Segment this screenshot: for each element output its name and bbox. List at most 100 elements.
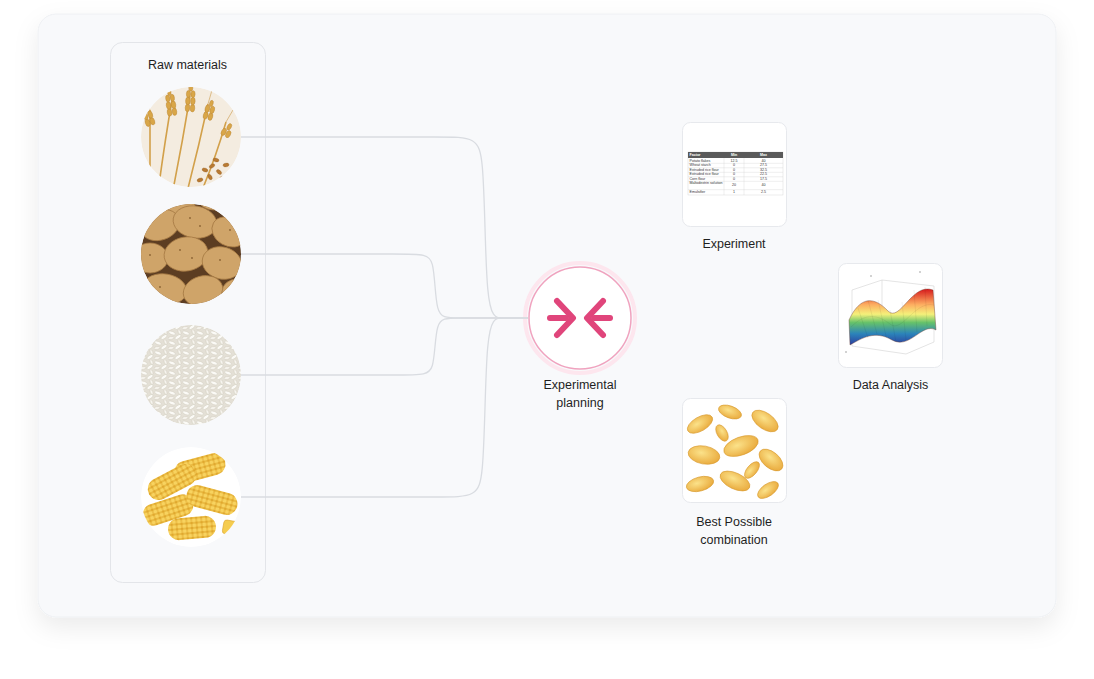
rice-picture: [141, 325, 241, 425]
analysis-card-picture: [919, 271, 921, 273]
potato-picture: [229, 229, 231, 231]
wheat-picture: [209, 100, 214, 107]
table-cell: 1: [724, 190, 744, 194]
wheat-picture: [185, 104, 190, 112]
wheat-picture: [202, 99, 216, 121]
corn-picture: [184, 483, 240, 518]
node-label: Best Possible combination: [682, 513, 786, 549]
potato-picture: [180, 271, 226, 310]
wheat-picture: [197, 177, 204, 182]
potato-picture: [199, 190, 229, 210]
table-cell: 27.5: [744, 163, 783, 167]
corn-picture: [140, 447, 242, 547]
wheat-picture: [140, 105, 155, 127]
corn-picture: [167, 515, 217, 541]
planning-logo: [594, 315, 610, 321]
rice-picture: [141, 325, 241, 425]
chips-card-picture: [717, 467, 753, 495]
node-label: Experiment: [664, 235, 804, 253]
wheat-picture: [165, 95, 170, 103]
table-cell: 2.5: [744, 190, 783, 194]
chips-card-picture: [683, 399, 787, 503]
table-header-cell: Max: [744, 153, 783, 157]
analysis-card-picture: [845, 271, 921, 353]
connector-line: [241, 137, 528, 318]
table-cell: 32.5: [744, 168, 783, 172]
outer-card: [38, 14, 1056, 617]
wheat-picture: [213, 157, 220, 162]
wheat-picture: [229, 169, 236, 176]
wheat-picture: [226, 123, 233, 131]
chips-card-picture: [683, 399, 787, 503]
chips-card-picture: [748, 406, 782, 436]
planning-circle: Experimental planning: [528, 266, 632, 370]
chips-card-picture: [685, 474, 716, 495]
chips-card-picture: [687, 443, 722, 466]
wheat-picture: [186, 90, 191, 97]
table-cell: 40: [744, 183, 783, 187]
wheat-picture: [220, 122, 235, 139]
wheat-picture: [140, 85, 235, 139]
potato-picture: [132, 190, 252, 311]
materials-panel-outline: [111, 43, 266, 583]
wheat-picture: [185, 85, 196, 112]
corn-picture: [222, 520, 242, 537]
table-cell: Wheat starch: [690, 163, 724, 167]
chips-card-picture: [713, 423, 731, 444]
potato-picture: [149, 217, 231, 288]
node-label: Experimental planning: [528, 376, 632, 412]
table-cell: 20: [724, 183, 744, 187]
table-cell: 0: [724, 172, 744, 176]
potato-picture: [159, 286, 161, 288]
potato-picture: [141, 270, 190, 307]
table-header-cell: Min: [724, 153, 744, 157]
table-header-cell: Factor: [690, 153, 724, 157]
wheat-picture: [189, 85, 193, 92]
wheat-picture: [190, 104, 195, 112]
planning-ring: [528, 266, 632, 370]
wheat-picture: [171, 101, 177, 109]
table-cell: 0: [724, 168, 744, 172]
table-cell: Potato flakes: [690, 159, 724, 163]
material-image: [141, 87, 241, 187]
step-card: Data Analysis: [838, 263, 943, 367]
wheat-picture: [209, 106, 215, 115]
wheat-picture: [166, 101, 172, 109]
material-image: [141, 204, 241, 304]
chips-card-picture: [717, 402, 744, 421]
experiment-card-picture: [683, 123, 787, 227]
wheat-picture: [216, 169, 223, 176]
experiment-card-picture: [688, 152, 783, 158]
step-card: Best Possible combination: [682, 398, 786, 502]
potato-picture: [199, 225, 201, 227]
wheat-picture: [190, 97, 195, 105]
wheat-picture: [220, 176, 226, 180]
table-cell: 12.5: [724, 159, 744, 163]
potato-picture: [191, 257, 193, 259]
materials-panel: Raw materials: [110, 42, 265, 582]
wheat-picture: [209, 163, 216, 169]
node-label: Data Analysis: [821, 376, 961, 394]
planning-logo: [550, 315, 566, 321]
potato-picture: [179, 249, 181, 251]
planning-logo: [550, 301, 610, 335]
wheat-picture: [172, 108, 178, 116]
wheat-picture: [167, 108, 173, 116]
potato-picture: [171, 202, 220, 241]
table-cell: 0: [724, 177, 744, 181]
wheat-picture: [145, 82, 233, 122]
potato-picture: [149, 254, 151, 256]
wheat-picture: [147, 110, 154, 119]
connector-line: [241, 254, 528, 318]
panel-heading: Raw materials: [120, 56, 255, 74]
table-cell: Corn flour: [690, 177, 724, 181]
wheat-picture: [150, 96, 226, 196]
wheat-picture: [223, 163, 230, 168]
planning-circle-fill: [529, 267, 631, 369]
wheat-picture: [207, 174, 213, 181]
wheat-picture: [185, 97, 190, 105]
chips-card-picture: [755, 478, 782, 502]
analysis-card-picture: [849, 289, 936, 345]
chips-card-picture: [684, 411, 715, 437]
